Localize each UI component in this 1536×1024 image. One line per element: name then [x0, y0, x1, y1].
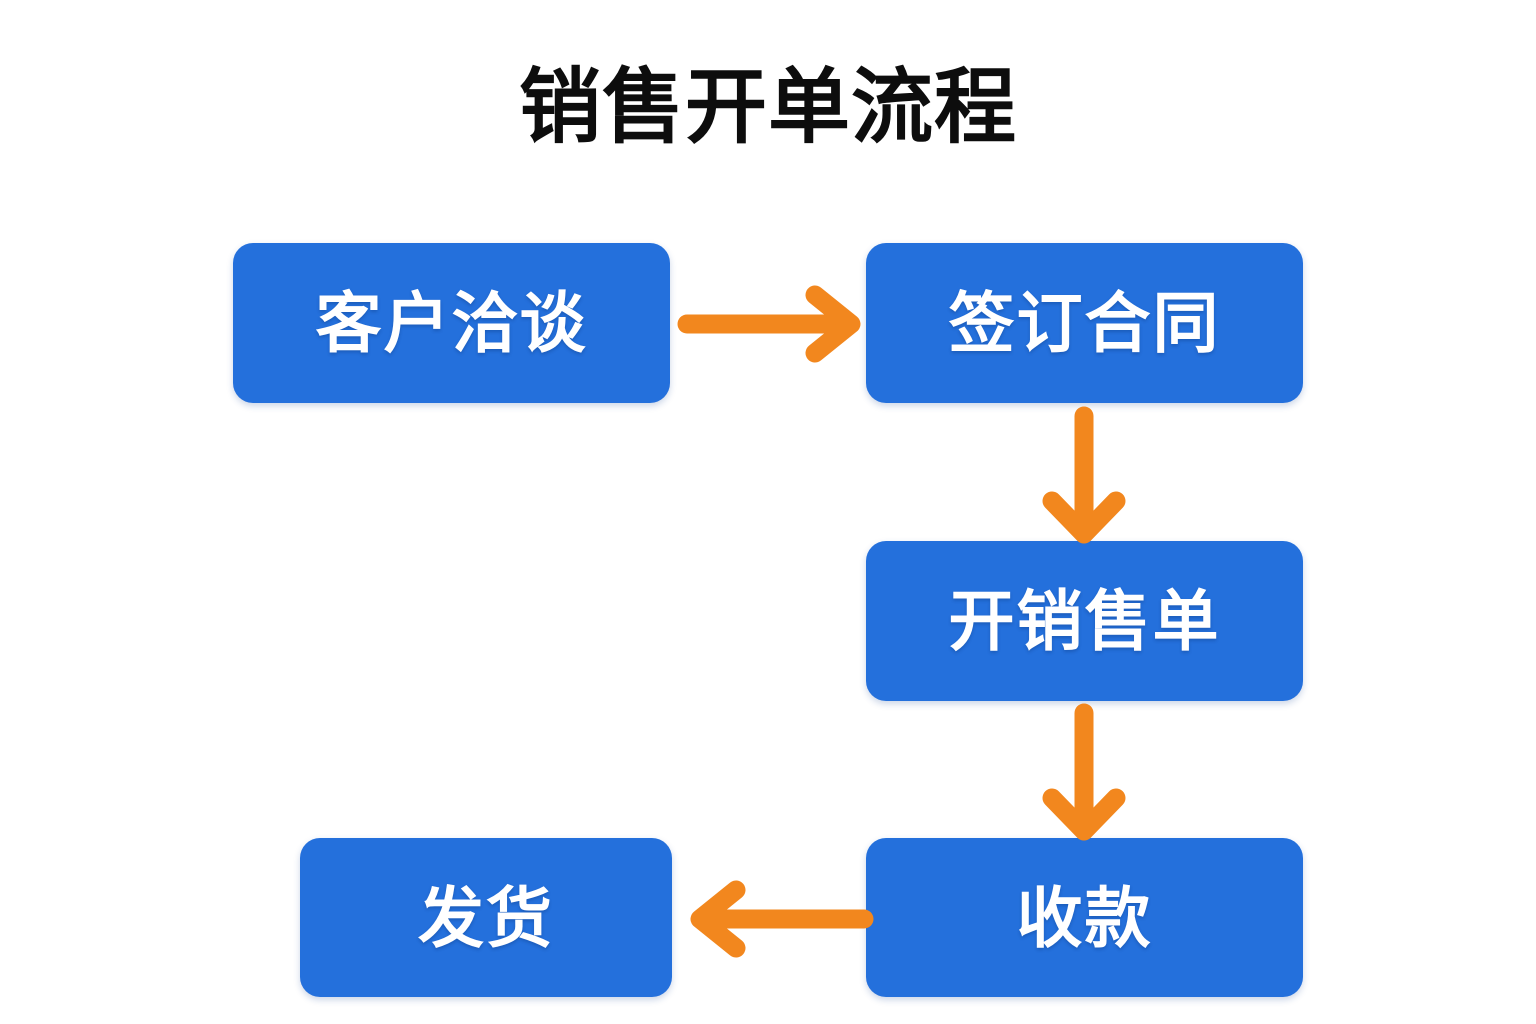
- arrow-right-icon: [676, 283, 872, 365]
- page-title: 销售开单流程: [518, 62, 1017, 153]
- arrow-down-icon: [1034, 702, 1134, 842]
- flow-node-label: 签订合同: [948, 286, 1221, 360]
- flow-node-label: 开销售单: [948, 584, 1221, 658]
- arrow-down-icon: [1034, 405, 1134, 545]
- flow-node-label: 发货: [418, 880, 554, 955]
- flow-node-sign-contract[interactable]: 签订合同: [866, 243, 1303, 403]
- flow-node-customer-negotiation[interactable]: 客户洽谈: [233, 243, 670, 403]
- flow-node-ship-goods[interactable]: 发货: [300, 838, 672, 997]
- flow-node-create-sales-order[interactable]: 开销售单: [866, 541, 1303, 701]
- flow-node-label: 收款: [1016, 880, 1153, 955]
- flow-node-label: 客户洽谈: [315, 286, 588, 360]
- arrow-left-icon: [679, 878, 875, 960]
- flow-node-receive-payment[interactable]: 收款: [866, 838, 1303, 997]
